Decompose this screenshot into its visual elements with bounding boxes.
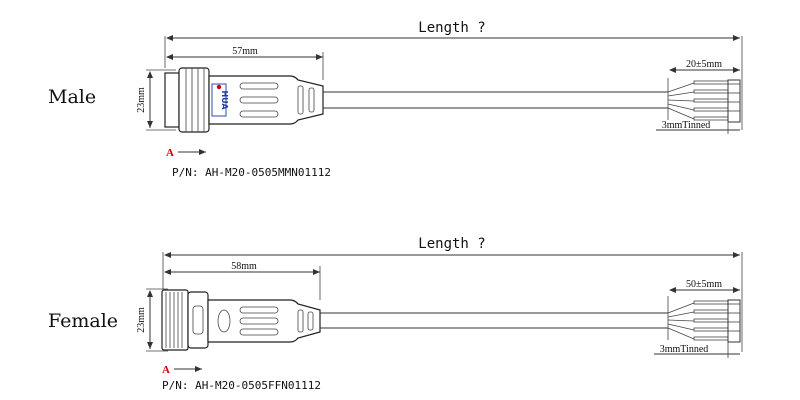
female-section-letter: A	[162, 364, 170, 376]
male-strip-length: 20±5mm	[686, 59, 722, 70]
male-tinned: 3mmTinned	[662, 120, 711, 131]
female-connector-length: 58mm	[231, 261, 257, 272]
female-connector-dimension: 58mm	[164, 261, 321, 300]
female-connector	[161, 289, 321, 351]
female-length-label: Length ?	[418, 236, 485, 252]
male-connector-dimension: 57mm	[166, 46, 324, 80]
male-diameter-dimension: 23mm	[136, 69, 176, 131]
male-length-label: Length ?	[418, 20, 485, 36]
male-section-marker: A	[166, 147, 206, 159]
male-part-number: P/N: AH-M20-0505MMN01112	[172, 166, 331, 179]
male-section-letter: A	[166, 147, 174, 159]
brand-logo-text: HUA	[220, 90, 229, 110]
male-label: Male	[48, 86, 96, 108]
female-label: Female	[48, 310, 118, 332]
brand-logo: HUA	[211, 83, 229, 117]
male-strip-dimension: 20±5mm	[669, 59, 740, 73]
female-tinned-dimension: 3mmTinned	[654, 342, 740, 358]
female-diameter-dimension: 23mm	[136, 288, 168, 352]
male-connector-length: 57mm	[232, 46, 258, 57]
male-tinned-dimension: 3mmTinned	[656, 120, 740, 134]
male-diameter: 23mm	[136, 87, 147, 113]
male-wire-ends	[667, 78, 741, 123]
female-part-number: P/N: AH-M20-0505FFN01112	[162, 379, 321, 392]
female-diameter: 23mm	[136, 307, 147, 333]
female-section-marker: A	[162, 364, 202, 376]
male-drawing: Male Length ? 57mm 23mm	[48, 20, 743, 179]
male-length-dimension: Length ?	[164, 20, 743, 130]
female-length-dimension: Length ?	[162, 236, 743, 352]
female-tinned: 3mmTinned	[660, 344, 709, 355]
female-strip-dimension: 50±5mm	[669, 279, 740, 293]
female-wire-ends	[667, 296, 741, 343]
female-strip-length: 50±5mm	[686, 279, 722, 290]
male-connector: HUA	[164, 67, 324, 133]
female-drawing: Female Length ? 58mm 23mm	[48, 236, 743, 392]
